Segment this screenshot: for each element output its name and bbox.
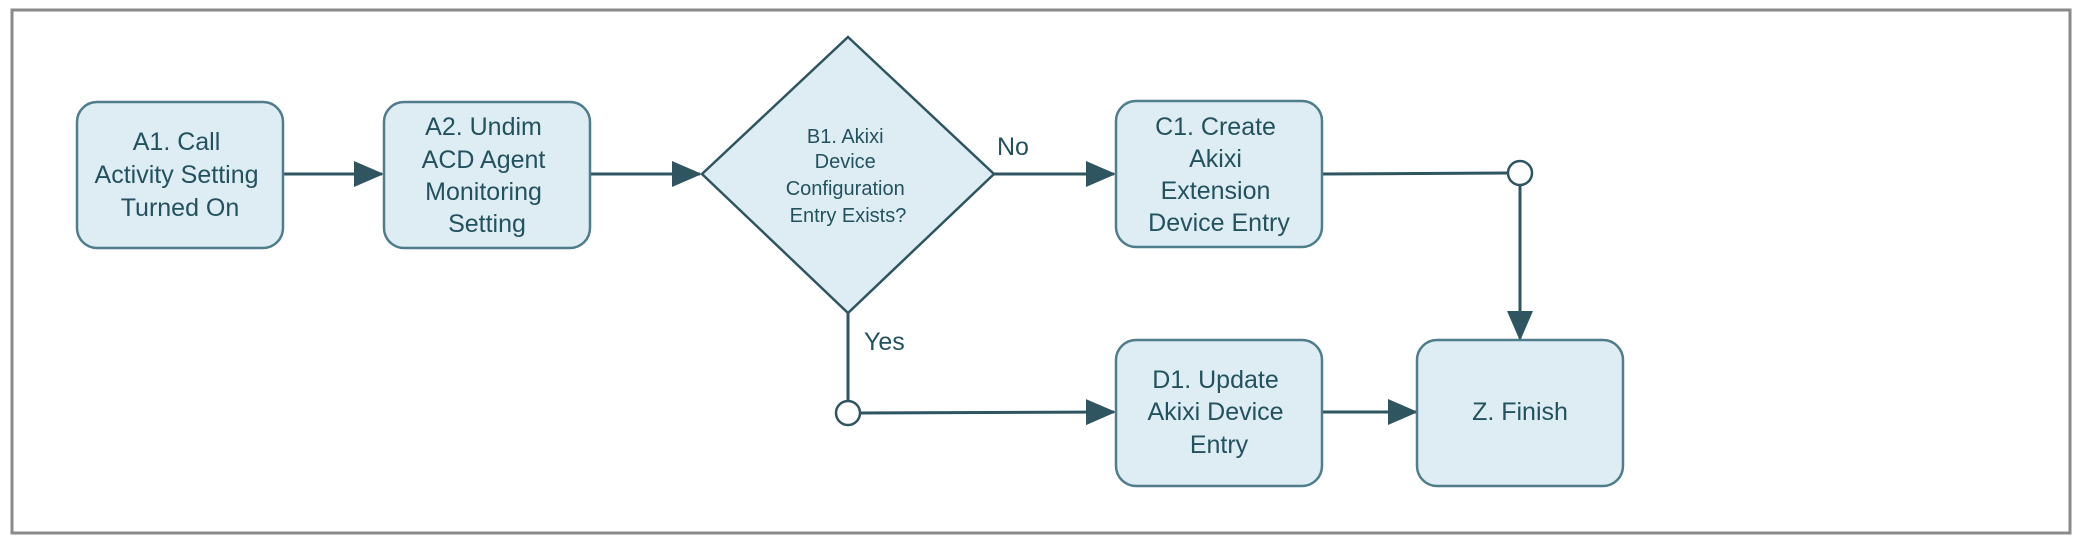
edges	[283, 161, 1533, 426]
node-c1: C1. Create Akixi Extension Device Entry	[1114, 99, 1324, 249]
node-c1-line: Akixi	[1189, 145, 1242, 173]
node-a2-line: A2. Undim	[425, 113, 542, 141]
node-d1-line: D1. Update	[1152, 366, 1278, 394]
node-b1-line: B1. Akixi	[807, 126, 884, 148]
node-z-finish: Z. Finish	[1415, 338, 1625, 488]
node-b1-line: Configuration	[786, 178, 905, 200]
node-c1-box	[1114, 99, 1324, 249]
node-c1-line: C1. Create	[1155, 113, 1276, 141]
node-b1-label: B1. Akixi Device Configuration Entry Exi…	[786, 126, 911, 227]
node-d1-box	[1114, 338, 1324, 488]
node-d1: D1. Update Akixi Device Entry	[1114, 338, 1324, 488]
node-c1-line: Extension	[1161, 177, 1271, 205]
node-a1-line: Turned On	[121, 194, 240, 222]
node-a2-label: A2. Undim ACD Agent Monitoring Setting	[422, 113, 553, 238]
node-a1-label: A1. Call Activity Setting Turned On	[95, 128, 266, 222]
node-b1-diamond	[700, 35, 996, 315]
node-d1-line: Akixi Device	[1147, 398, 1283, 426]
node-c1-label: C1. Create Akixi Extension Device Entry	[1148, 113, 1290, 237]
node-z-label: Z. Finish	[1472, 398, 1568, 426]
edge-label-yes: Yes	[864, 328, 905, 356]
junction-bottom-left	[834, 399, 862, 427]
node-a1-line: A1. Call	[133, 128, 221, 156]
node-z-box	[1415, 338, 1625, 488]
node-a1-line: Activity Setting	[95, 161, 259, 189]
node-a2-line: Monitoring	[425, 178, 542, 206]
node-b1-line: Entry Exists?	[790, 205, 907, 227]
node-d1-label: D1. Update Akixi Device Entry	[1147, 366, 1290, 459]
node-a2-line: Setting	[448, 210, 526, 238]
node-b1-line: Device	[815, 151, 876, 173]
diagram-frame	[10, 8, 2072, 535]
edge-c1-junction	[1321, 171, 1509, 176]
edge-junction-d1	[859, 399, 1116, 426]
node-a1-box	[75, 100, 285, 250]
node-a2-box	[382, 100, 592, 250]
node-a2: A2. Undim ACD Agent Monitoring Setting	[382, 100, 592, 250]
edge-label-no: No	[997, 133, 1029, 161]
node-a1: A1. Call Activity Setting Turned On	[75, 100, 285, 250]
node-c1-line: Device Entry	[1148, 209, 1290, 237]
node-d1-line: Entry	[1190, 431, 1249, 459]
node-a2-line: ACD Agent	[422, 146, 546, 174]
node-b1-decision: B1. Akixi Device Configuration Entry Exi…	[700, 35, 996, 315]
node-z-line: Z. Finish	[1472, 398, 1568, 426]
junction-top-right	[1506, 159, 1534, 187]
